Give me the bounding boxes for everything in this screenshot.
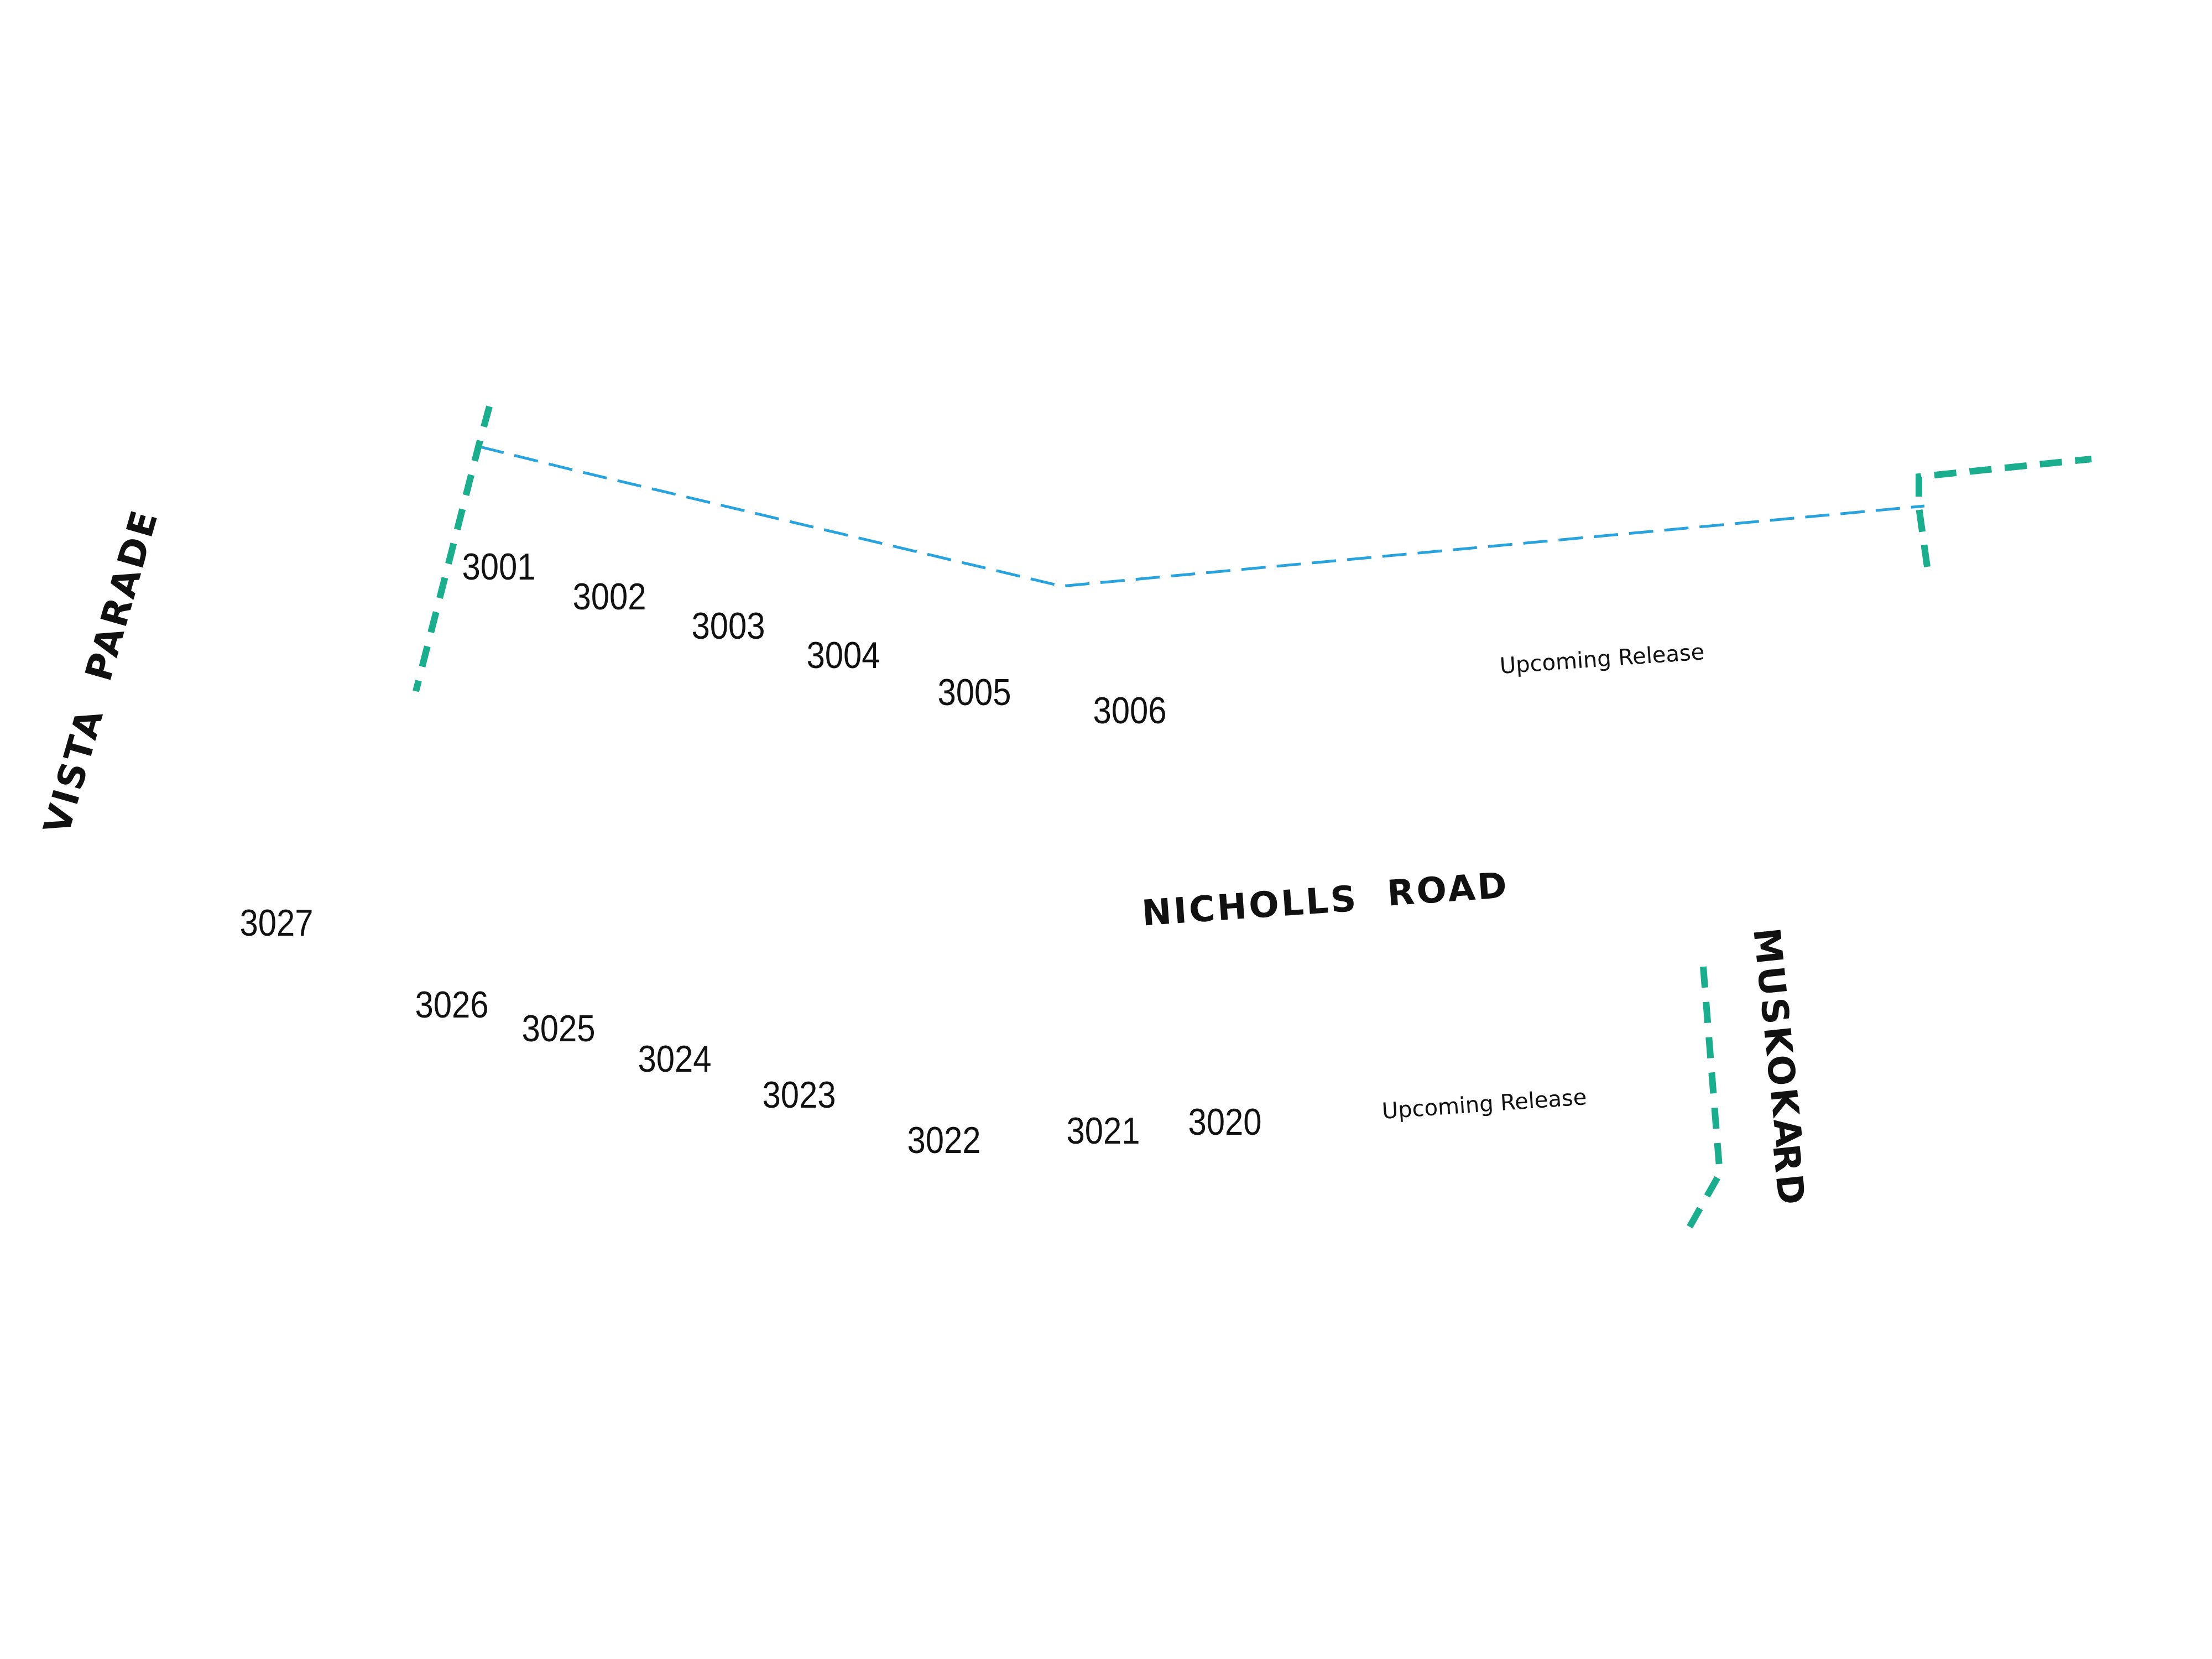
road-name-road: ROAD	[1386, 865, 1510, 914]
road-name-parade: PARADE	[77, 504, 166, 686]
lot-3003[interactable]: 3003	[691, 604, 765, 646]
west-boundary-line	[413, 405, 493, 692]
upcoming-release-south-label: Upcoming Release	[1381, 1084, 1587, 1124]
lot-3004[interactable]: 3004	[806, 634, 880, 676]
lot-3027[interactable]: 3027	[239, 901, 313, 943]
lot-3021[interactable]: 3021	[1066, 1109, 1140, 1151]
road-name-nicholls: NICHOLLS	[1140, 878, 1359, 934]
northeast-boundary-line	[1916, 456, 2092, 567]
road-name-vista: VISTA	[35, 703, 112, 839]
lot-3024[interactable]: 3024	[638, 1037, 711, 1079]
lot-3002[interactable]: 3002	[572, 575, 646, 617]
lot-3026[interactable]: 3026	[415, 983, 488, 1025]
upcoming-release-north-label: Upcoming Release	[1499, 639, 1705, 679]
north-easement-line	[479, 445, 1925, 588]
southeast-boundary-line	[1683, 966, 1724, 1234]
lot-3005[interactable]: 3005	[937, 671, 1011, 713]
lot-3022[interactable]: 3022	[907, 1119, 980, 1161]
lot-3006[interactable]: 3006	[1093, 689, 1166, 731]
lot-3023[interactable]: 3023	[762, 1073, 836, 1115]
road-name-rd: RD	[1764, 1142, 1813, 1209]
lot-3020[interactable]: 3020	[1188, 1100, 1261, 1142]
lot-3001[interactable]: 3001	[462, 545, 535, 587]
road-name-muskoka: MUSKOKA	[1745, 926, 1811, 1151]
lot-3025[interactable]: 3025	[521, 1007, 595, 1049]
